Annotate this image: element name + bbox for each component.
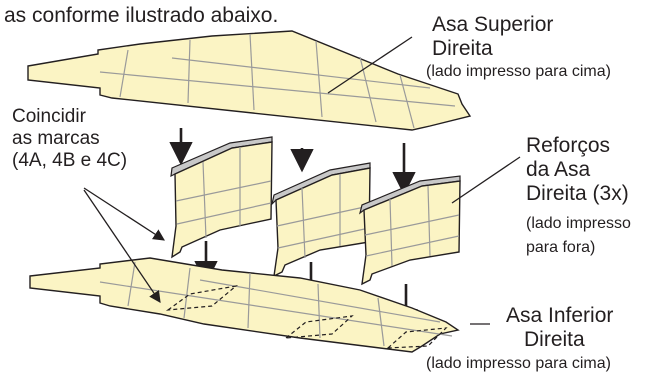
- reinforcement-part-1: [170, 136, 273, 259]
- reinforcements-label: Reforços da Asa Direita (3x): [526, 134, 629, 206]
- leader-line: [83, 189, 161, 303]
- leader-line: [83, 187, 165, 241]
- bottom-wing-note: (lado impresso para cima): [426, 355, 611, 372]
- top-wing-name-line1: Asa Superior: [432, 13, 554, 36]
- reinforcements-line3: Direita (3x): [526, 182, 629, 205]
- marks-note-line1: Coincidir: [12, 106, 86, 127]
- reinforcement-part-3: [359, 175, 461, 286]
- intro-text: as conforme ilustrado abaixo.: [4, 4, 279, 27]
- bottom-wing-name-line1: Asa Inferior: [506, 304, 614, 327]
- marks-note-line3: (4A, 4B e 4C): [12, 150, 128, 171]
- bottom-wing-part: [29, 257, 460, 353]
- bottom-wing-label: Asa Inferior Direita: [506, 304, 613, 352]
- top-wing-note: (lado impresso para cima): [426, 63, 611, 80]
- top-wing-part: [27, 30, 472, 131]
- top-wing-name-line2: Direita: [432, 37, 493, 60]
- top-wing-label: Asa Superior Direita: [432, 13, 553, 61]
- arrows-top: [169, 128, 416, 196]
- reinforcements-note: (lado impresso para fora): [526, 212, 631, 260]
- reinforcement-part-2: [270, 162, 371, 278]
- bottom-wing-name-line2: Direita: [524, 328, 585, 351]
- alignment-marks: [165, 285, 448, 349]
- marks-note: Coincidir as marcas (4A, 4B e 4C): [12, 106, 127, 172]
- reinforcements-line1: Reforços: [526, 134, 611, 157]
- leader-line: [327, 36, 413, 94]
- reinforcements-note-line1: (lado impresso: [526, 215, 631, 232]
- leader-line: [451, 156, 521, 204]
- reinforcements-note-line2: para fora): [526, 239, 596, 256]
- reinforcements-line2: da Asa: [526, 158, 591, 181]
- marks-note-line2: as marcas: [12, 128, 100, 149]
